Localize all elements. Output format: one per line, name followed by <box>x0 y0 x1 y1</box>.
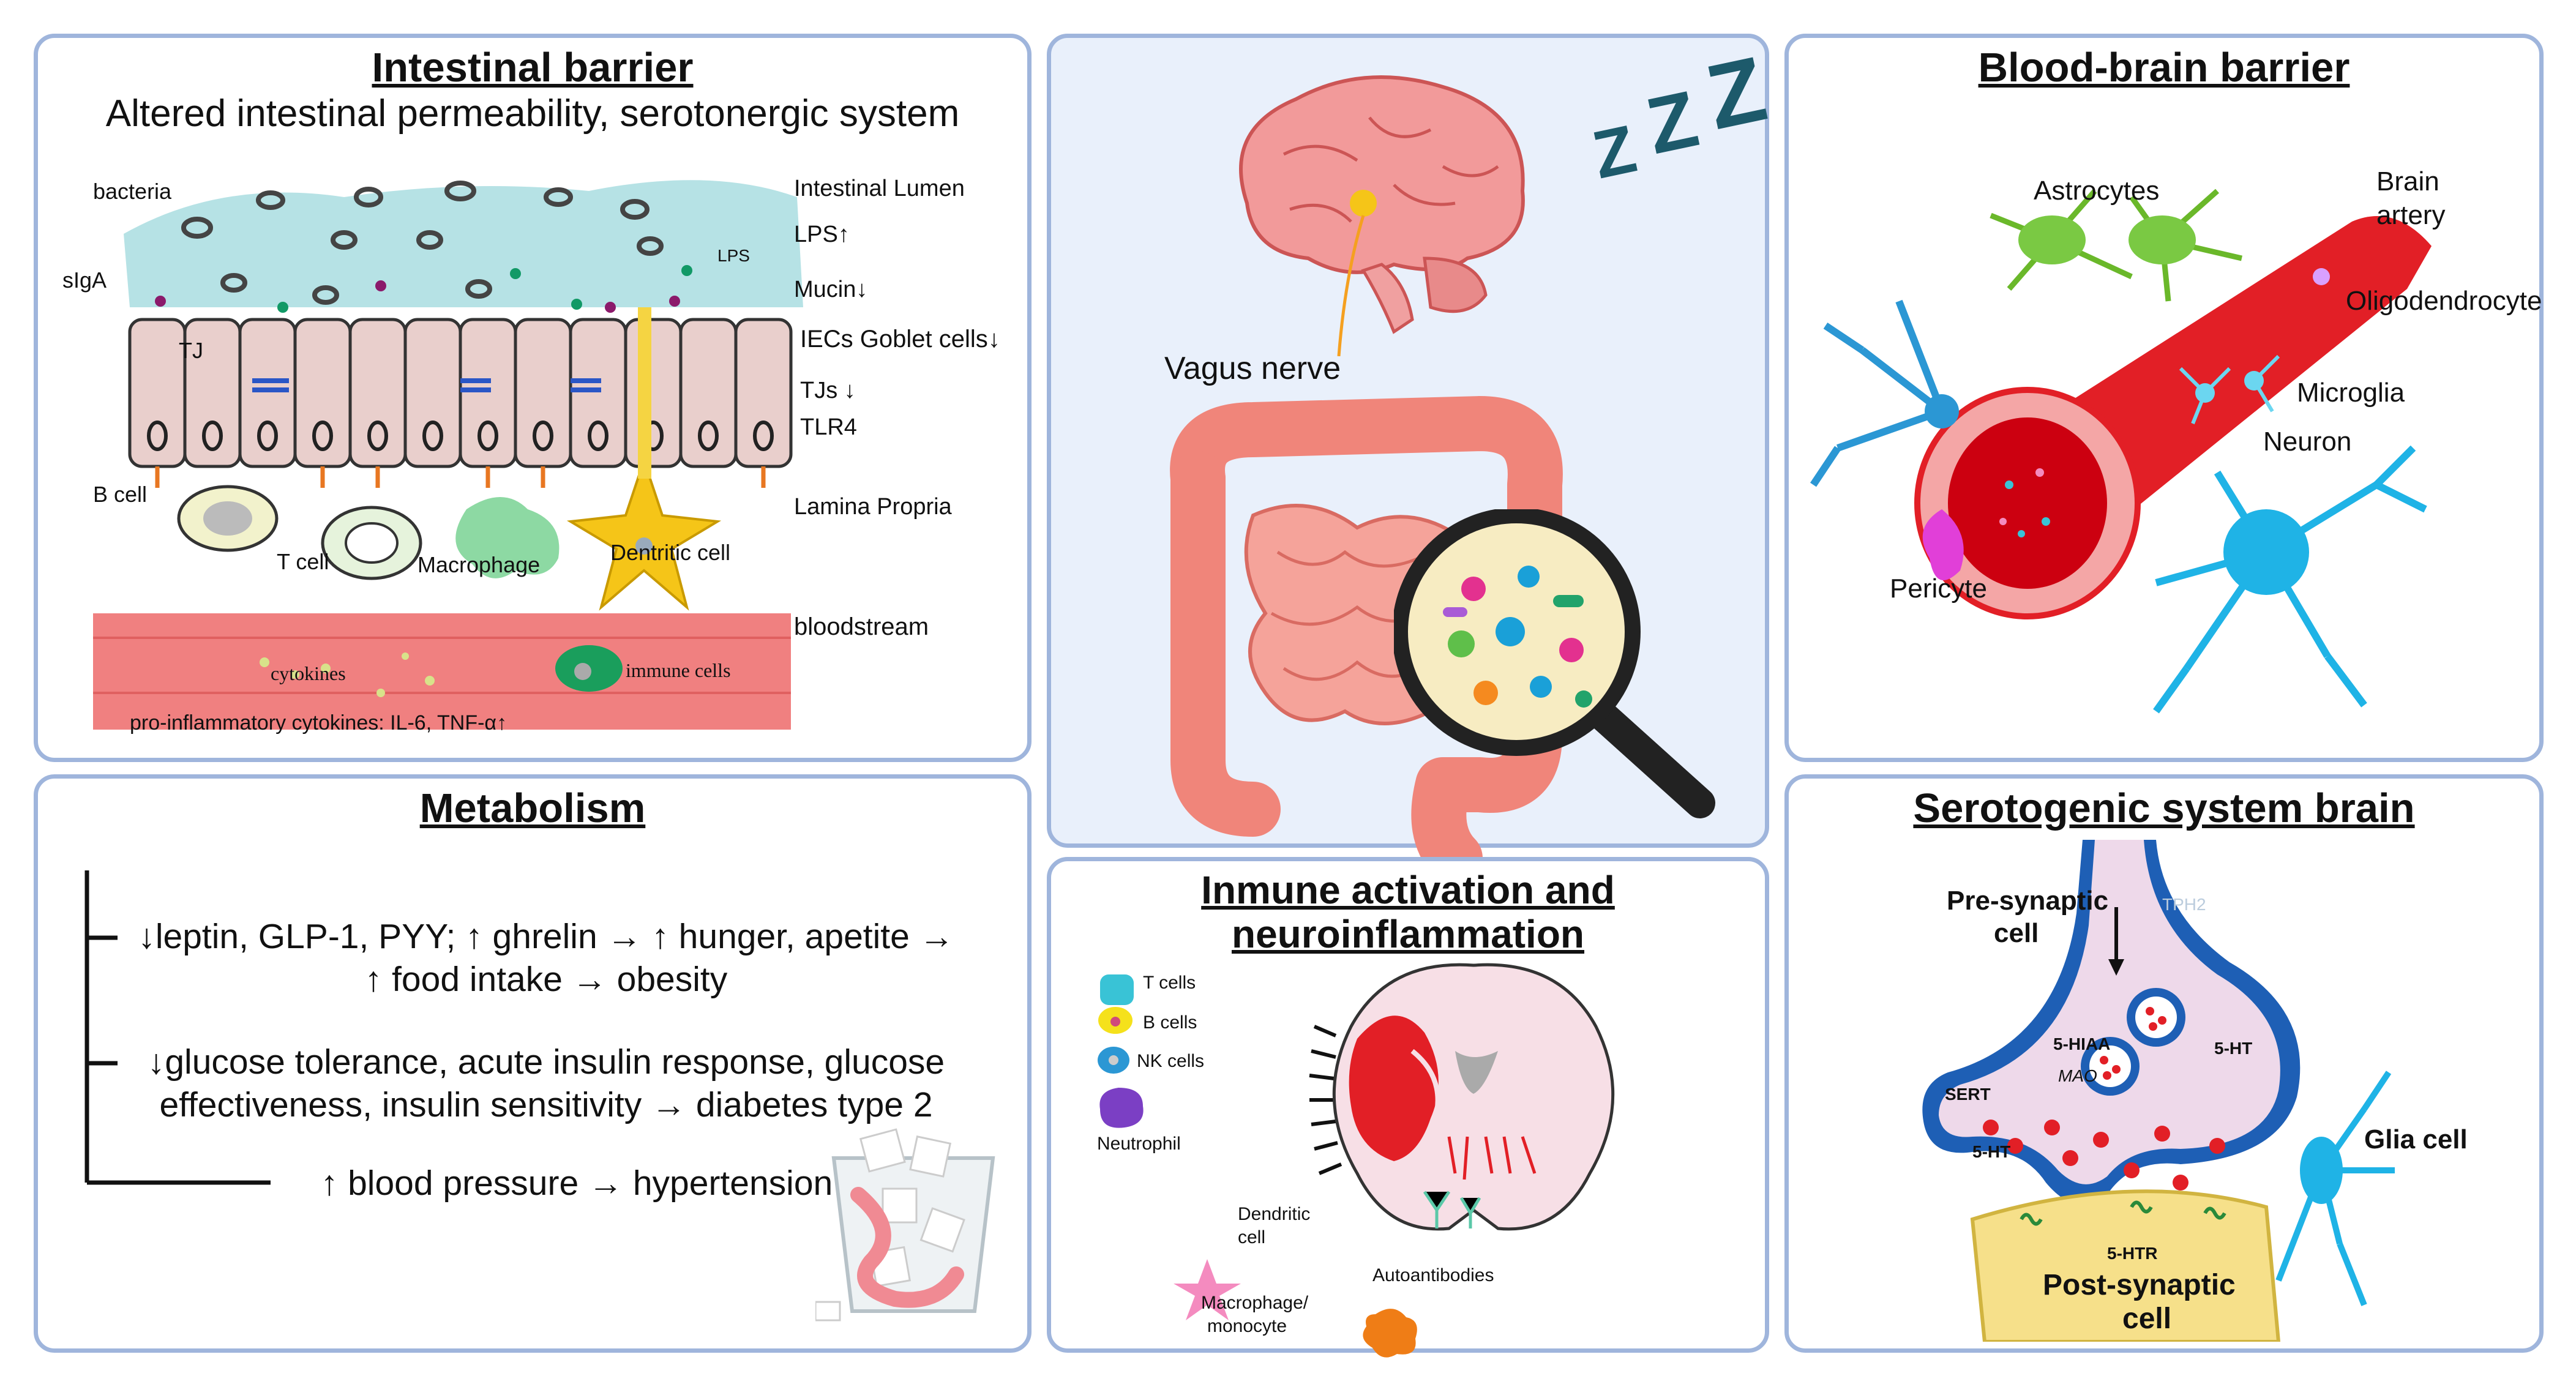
label-oligodendrocyte: Oligodendrocyte <box>2346 286 2542 316</box>
label-tlr4: TLR4 <box>800 414 857 440</box>
met-line1a: ↓leptin, GLP-1, PYY; ↑ ghrelin → ↑ hunge… <box>138 917 954 956</box>
pericyte <box>1922 509 1964 580</box>
immune-title-line2: neuroinflammation <box>1231 912 1585 956</box>
label-lumen: Intestinal Lumen <box>794 176 965 201</box>
serotonin-title: Serotogenic system brain <box>1913 785 2415 831</box>
label-autoantibodies: Autoantibodies <box>1372 1265 1494 1285</box>
sugar-glass-icon <box>815 1128 995 1322</box>
dendritic-cell-shape <box>566 456 722 611</box>
label-5ht-a: 5-HT <box>2214 1039 2253 1058</box>
vagus-label: Vagus nerve <box>1164 351 1341 386</box>
label-b-cells: B cells <box>1143 1012 1197 1033</box>
synapse-illustration <box>1922 840 2395 1342</box>
svg-text:Z: Z <box>1590 111 1642 185</box>
immune-panel: Inmune activation and neuroinflammation … <box>1047 857 1769 1358</box>
postsynaptic-cell <box>1970 1189 2281 1342</box>
met-line3: ↑ blood pressure → hypertension <box>320 1164 833 1203</box>
immune-cell-icons <box>1098 974 1241 1320</box>
cytokine-dots <box>260 652 435 697</box>
label-dendritic-b: cell <box>1238 1227 1266 1247</box>
label-5htr: 5-HTR <box>2107 1244 2158 1263</box>
bracket-lines <box>84 870 271 1185</box>
met-line2a: ↓glucose tolerance, acute insulin respon… <box>147 1042 945 1082</box>
macrophage-shape <box>455 497 560 578</box>
label-cytokines: cytokines <box>271 662 346 684</box>
bbb-panel: Blood-brain barrier Ast <box>1784 34 2544 762</box>
svg-text:Z: Z <box>1698 50 1775 149</box>
gut-brain-panel: Z Z Z Vagus nerve <box>1047 34 1775 883</box>
label-iecs: IECs Goblet cells↓ <box>800 326 1000 353</box>
label-brain-artery-b: artery <box>2376 200 2446 230</box>
cell-nuclei <box>147 421 774 451</box>
intestinal-barrier-panel: Intestinal barrier Altered intestinal pe… <box>34 34 1032 762</box>
intestine-illustration <box>93 180 803 730</box>
label-tjs: TJs ↓ <box>800 378 856 403</box>
glia-cell <box>2275 1071 2395 1306</box>
intestinal-subtitle: Altered intestinal permeability, seroton… <box>105 92 960 135</box>
lumen-mucus <box>124 180 803 307</box>
metabolism-panel: Metabolism ↓leptin, GLP-1, PYY; ↑ ghreli… <box>34 774 1032 1353</box>
label-microglia: Microglia <box>2297 378 2405 408</box>
brain-illustration <box>1239 75 1525 356</box>
brain-section-illustration <box>1309 963 1615 1231</box>
label-glia: Glia cell <box>2364 1124 2468 1154</box>
label-mao: MAO <box>2058 1066 2097 1085</box>
bacteria-icons <box>181 181 664 305</box>
zzz-icon: Z Z Z <box>1590 50 1775 185</box>
label-immune-cells: immune cells <box>626 659 731 681</box>
label-nk-cells: NK cells <box>1137 1051 1205 1071</box>
blood-vessel <box>93 613 791 730</box>
label-bloodstream: bloodstream <box>794 613 929 640</box>
label-macro-b: monocyte <box>1207 1316 1287 1336</box>
neuron <box>2153 445 2427 714</box>
label-b-cell: B cell <box>93 482 148 507</box>
intestinal-title: Intestinal barrier <box>372 45 694 91</box>
label-tj: TJ <box>179 338 203 363</box>
metabolism-title: Metabolism <box>419 785 646 831</box>
label-dendritic: Dentritic cell <box>610 540 731 565</box>
immune-title-line1: Inmune activation and <box>1201 868 1615 912</box>
label-sert: SERT <box>1945 1085 1991 1104</box>
label-pre-b: cell <box>1994 918 2039 948</box>
astrocytes <box>1990 189 2243 302</box>
bbb-title: Blood-brain barrier <box>1978 45 2350 91</box>
macrophage-icon <box>1363 1309 1417 1358</box>
microbes <box>1443 566 1592 708</box>
label-5hiaa: 5-HIAA <box>2053 1034 2111 1053</box>
bbb-illustration <box>1810 189 2432 714</box>
label-footer: pro-inflammatory cytokines: IL-6, TNF-α↑ <box>130 711 507 735</box>
label-bacteria: bacteria <box>93 179 172 204</box>
label-lamina: Lamina Propria <box>794 494 952 520</box>
magnifier-icon <box>1394 509 1715 818</box>
tight-junctions <box>252 378 601 392</box>
label-lps-small: LPS <box>717 246 750 265</box>
serotonin-panel: Serotogenic system brain Pre- <box>1784 774 2544 1353</box>
svg-text:Z: Z <box>1639 73 1705 171</box>
met-line2b: effectiveness, insulin sensitivity → dia… <box>159 1085 933 1124</box>
label-dendritic-a: Dendritic <box>1238 1204 1311 1224</box>
label-tph2: TPH2 <box>2162 895 2206 914</box>
label-t-cell: T cell <box>277 549 329 574</box>
label-macro-a: Macrophage/ <box>1201 1293 1309 1313</box>
label-5ht-b: 5-HT <box>1972 1142 2011 1161</box>
epithelial-cells <box>128 318 793 468</box>
dendritic-process <box>638 307 651 479</box>
label-neuron: Neuron <box>2263 427 2352 457</box>
label-pericyte: Pericyte <box>1890 574 1987 604</box>
label-mucin: Mucin↓ <box>794 277 868 302</box>
label-t-cells: T cells <box>1143 973 1196 993</box>
met-line1b: ↑ food intake → obesity <box>364 960 728 999</box>
label-macrophage: Macrophage <box>417 552 541 577</box>
label-trp: Trp <box>2184 858 2214 880</box>
label-brain-artery-a: Brain <box>2376 166 2439 196</box>
label-lps: LPS↑ <box>794 222 850 247</box>
tlr4-receptors <box>155 466 766 488</box>
label-neutrophil: Neutrophil <box>1097 1134 1181 1154</box>
label-siga: sIgA <box>62 267 107 293</box>
label-astrocytes: Astrocytes <box>2034 176 2160 206</box>
label-post-b: cell <box>2122 1303 2172 1335</box>
label-post-a: Post-synaptic <box>2043 1269 2236 1301</box>
label-pre-a: Pre-synaptic <box>1947 886 2109 916</box>
lumen-particles <box>155 265 692 313</box>
